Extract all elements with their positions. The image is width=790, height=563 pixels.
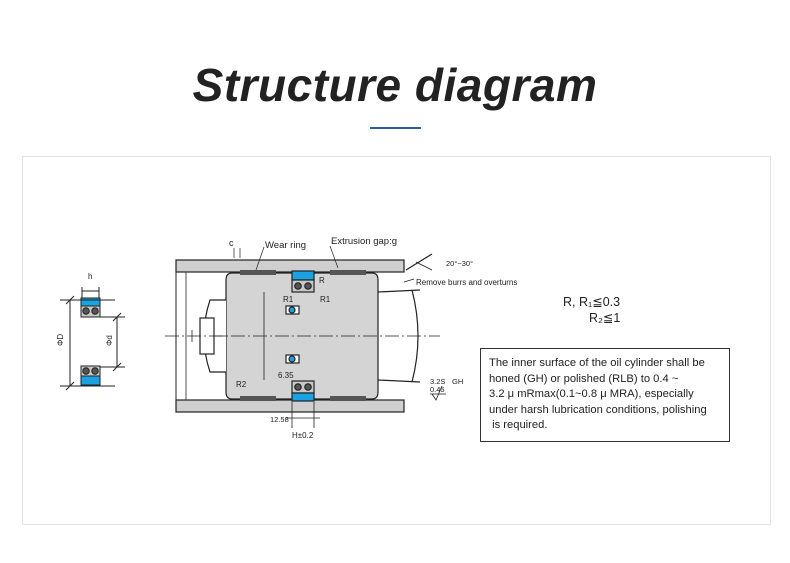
label-r2: R2 (236, 380, 247, 389)
cylinder-assembly (165, 245, 446, 428)
radius-spec: R, R₁≦0.3 R₂≦1 (563, 294, 620, 326)
page-title: Structure diagram (192, 59, 598, 111)
note-line-3: 3.2 μ mRmax(0.1~0.8 μ MRA), especially (489, 388, 694, 400)
label-dim-1258: 12.58 (270, 415, 289, 424)
label-phi-d: Φd (105, 335, 114, 346)
label-r1-left: R1 (283, 295, 294, 304)
label-wear-ring: Wear ring (265, 240, 306, 251)
note-line-4: under harsh lubrication conditions, poli… (489, 403, 707, 416)
surface-note-box: The inner surface of the oil cylinder sh… (480, 348, 730, 442)
note-line-1: The inner surface of the oil cylinder sh… (489, 357, 705, 369)
label-remove-burrs: Remove burrs and overturns (416, 278, 517, 287)
label-surface-045: 0.45 (430, 385, 445, 394)
radius-spec-line2: R₂≦1 (589, 311, 621, 325)
note-line-2: honed (GH) or polished (RLB) to 0.4 ~ (489, 372, 679, 385)
label-r-top: R (319, 276, 325, 285)
label-phi-D: ΦD (56, 334, 65, 346)
label-angle: 20°~30° (446, 259, 473, 268)
radius-spec-line1: R, R₁≦0.3 (563, 295, 621, 309)
title-underline (370, 127, 421, 129)
label-c: c (229, 238, 234, 248)
label-dim-635: 6.35 (278, 371, 294, 380)
note-line-5: is required. (489, 419, 548, 431)
label-r1-right: R1 (320, 295, 331, 304)
diagram-panel (22, 156, 771, 525)
label-small-h: h (88, 272, 92, 281)
label-surface-325: 3.2S (430, 377, 445, 386)
seal-cross-section (60, 287, 125, 391)
label-extrusion-gap: Extrusion gap:g (331, 236, 397, 247)
label-surface-gh: GH (452, 377, 463, 386)
label-h-tolerance: H±0.2 (292, 431, 314, 440)
